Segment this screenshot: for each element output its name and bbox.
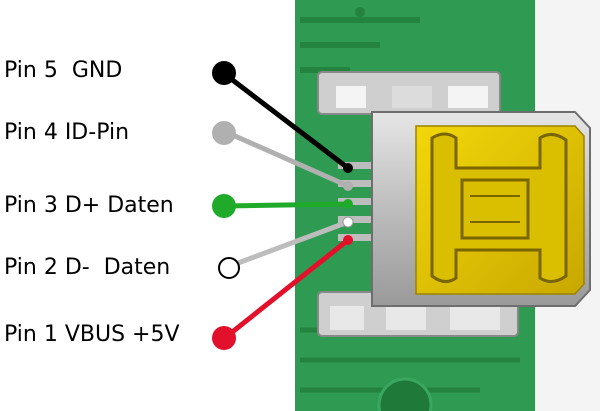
label-pin-2: Pin 2 D- Daten (4, 255, 171, 280)
pin-dot-2 (342, 216, 354, 228)
markers (212, 61, 240, 350)
mini-usb-connector (371, 111, 591, 307)
marker-pin-3 (212, 194, 236, 218)
pin-dot-5 (343, 163, 353, 173)
wire-pin-2 (227, 219, 351, 269)
wire-pin-3 (223, 201, 351, 209)
marker-pin-2 (218, 257, 240, 279)
label-pin-4: Pin 4 ID-Pin (4, 120, 130, 145)
label-pin-1: Pin 1 VBUS +5V (4, 322, 180, 347)
wire-pin-1 (223, 237, 351, 340)
label-pin-3: Pin 3 D+ Daten (4, 193, 174, 218)
pin-fingers (338, 162, 374, 241)
marker-pin-1 (212, 326, 236, 350)
pin-dot-4 (343, 181, 353, 191)
upper-pads (317, 71, 501, 115)
pin-dots (342, 163, 354, 245)
wire-pin-5 (223, 72, 351, 171)
pin-dot-1 (343, 235, 353, 245)
wires (223, 72, 351, 340)
pin-dot-3 (343, 199, 353, 209)
marker-pin-4 (212, 121, 236, 145)
marker-pin-5 (212, 61, 236, 85)
wire-pin-4 (223, 129, 351, 189)
label-pin-5: Pin 5 GND (4, 58, 123, 83)
